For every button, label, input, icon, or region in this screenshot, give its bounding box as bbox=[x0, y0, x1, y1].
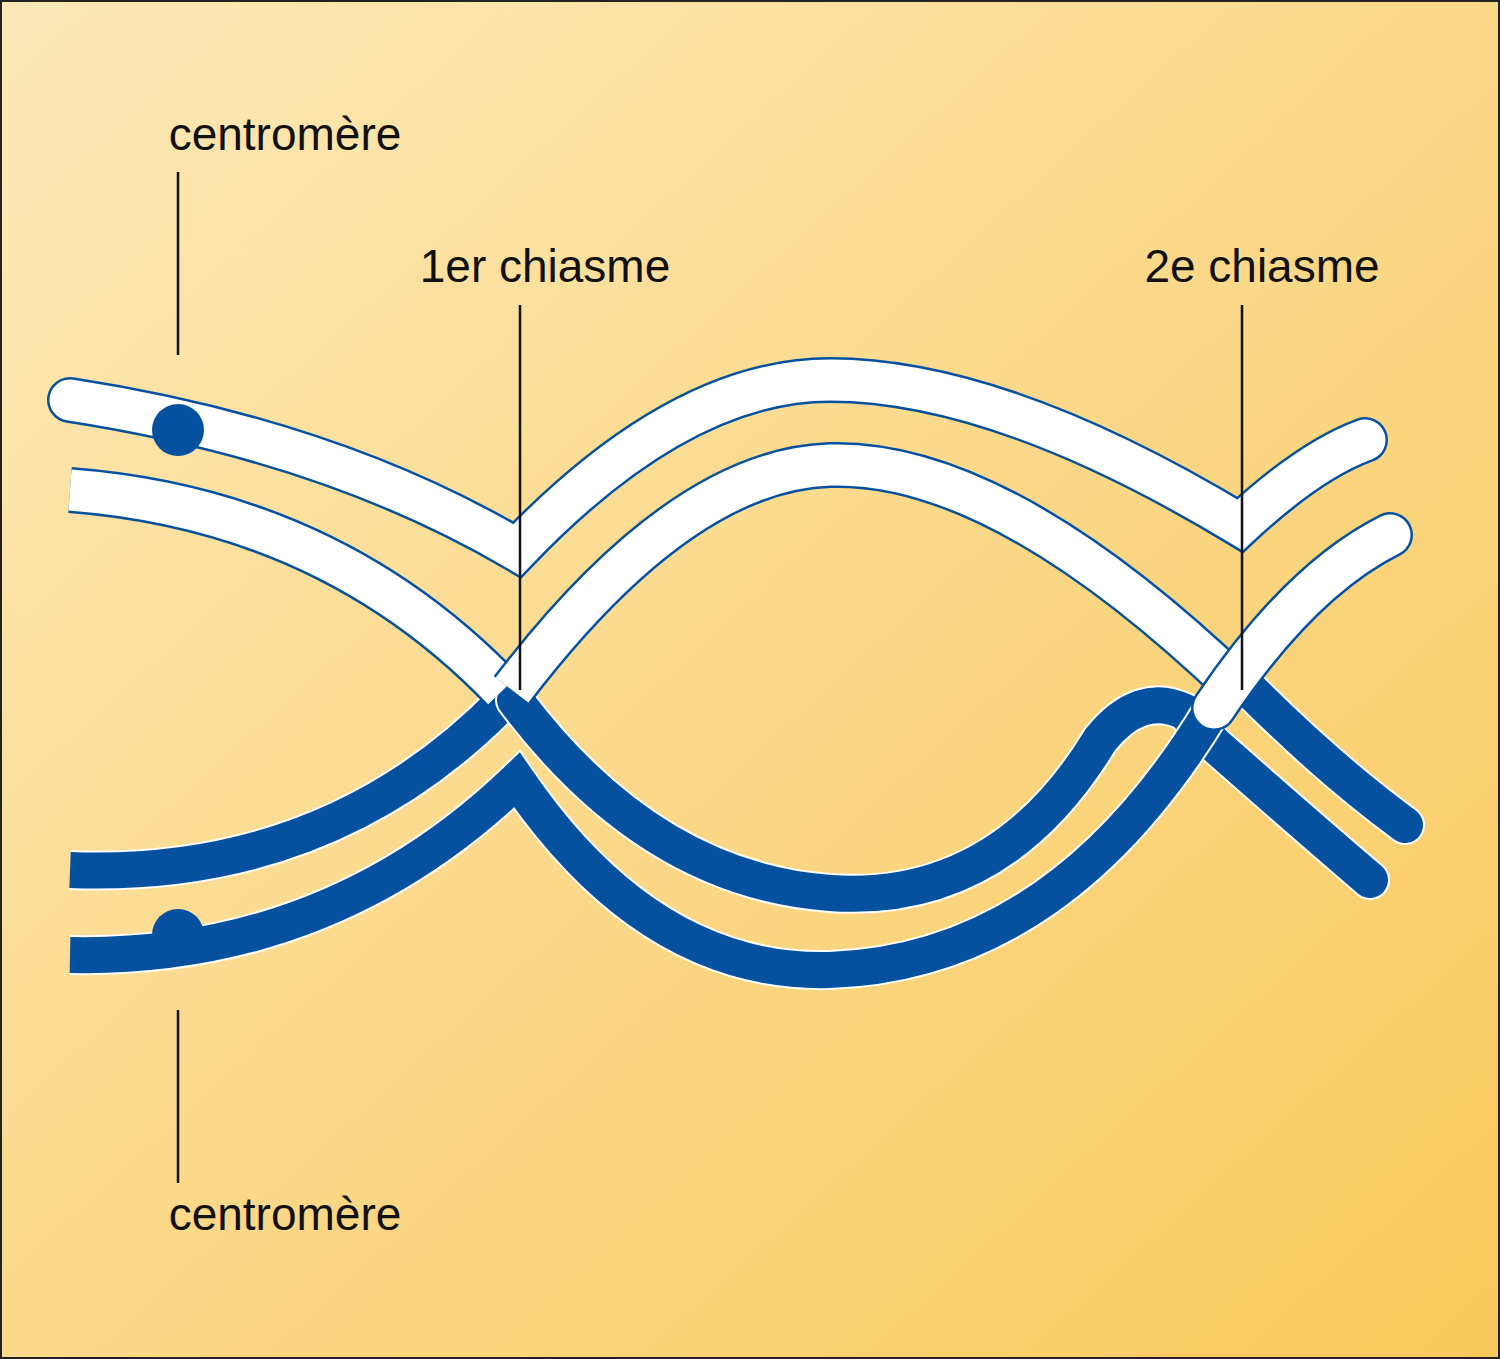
chromatid-outline bbox=[1214, 535, 1390, 708]
chiasma-label: 2e chiasme bbox=[1144, 240, 1379, 293]
chromatid-edge bbox=[70, 710, 1212, 970]
centromere-label: centromère bbox=[169, 1188, 402, 1241]
leader-line bbox=[1241, 305, 1244, 690]
chromatid-white bbox=[512, 465, 1238, 690]
chiasma-label: 1er chiasme bbox=[420, 240, 671, 293]
chromatid-white bbox=[1214, 535, 1390, 708]
chromatid-blue bbox=[1250, 690, 1405, 825]
chromatid-blue bbox=[70, 710, 1212, 970]
chromatid-outline bbox=[512, 465, 1238, 690]
chromatid-outline bbox=[70, 490, 503, 690]
centromere-label: centromère bbox=[169, 108, 402, 161]
centromere-dot bbox=[152, 909, 204, 961]
chromatid-edge bbox=[1250, 690, 1405, 825]
leader-line bbox=[519, 305, 522, 690]
centromere-dot bbox=[152, 404, 204, 456]
chromatid-blue bbox=[515, 700, 1370, 894]
chromatid-white bbox=[70, 490, 503, 690]
leader-line bbox=[177, 172, 180, 355]
leader-line bbox=[177, 1010, 180, 1183]
chromatid-edge bbox=[515, 700, 1370, 894]
